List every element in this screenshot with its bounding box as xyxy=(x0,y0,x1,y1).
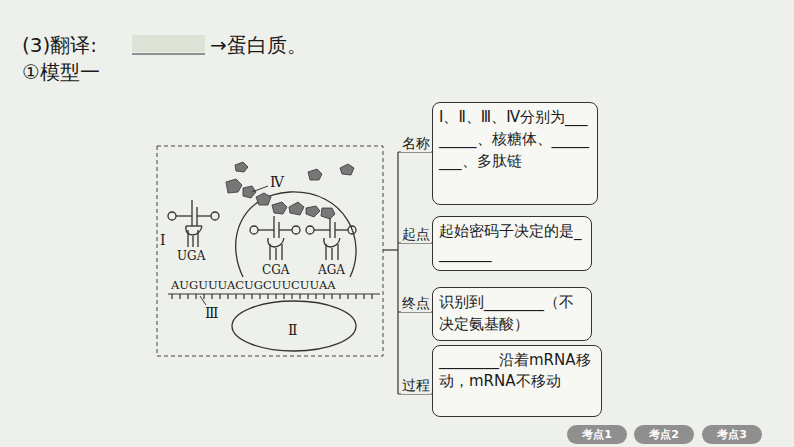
branch-label: 过程 xyxy=(401,377,431,394)
button-label: 考点2 xyxy=(638,427,690,442)
box-text: ________沿着mRNA移动，mRNA不移动 xyxy=(439,350,595,394)
callout-number: Ⅲ xyxy=(205,305,219,322)
ribosome-large-subunit xyxy=(236,192,356,277)
ribosome-small-subunit xyxy=(232,301,356,351)
info-box: ________沿着mRNA移动，mRNA不移动 xyxy=(432,345,602,417)
callout-number: Ⅳ xyxy=(270,174,284,191)
button-label: 考点1 xyxy=(571,427,623,442)
branch-label: 起点 xyxy=(401,226,431,243)
callout-number: Ⅰ xyxy=(160,232,166,249)
trna xyxy=(306,216,356,260)
info-box: 识别到________（不决定氨基酸） xyxy=(432,287,592,341)
sequence-text: AUGUUUACUGCUUCUUAA xyxy=(171,279,336,293)
nav-button: 考点1 xyxy=(567,425,627,444)
box-text: 识别到________（不决定氨基酸） xyxy=(439,292,585,336)
blank-fill xyxy=(132,35,205,52)
branch-label: 终点 xyxy=(401,295,431,312)
dashed-frame xyxy=(157,146,383,356)
leader-line xyxy=(252,186,268,192)
box-text: Ⅰ、Ⅱ、Ⅲ、Ⅳ分别为________、核糖体、________、多肽链 xyxy=(439,107,591,172)
subheading: ①模型一 xyxy=(22,60,100,84)
nav-button: 考点2 xyxy=(634,425,694,444)
branch-label: 名称 xyxy=(401,135,431,152)
blank-line xyxy=(132,54,205,55)
heading: (3)翻译: xyxy=(22,33,97,57)
button-label: 考点3 xyxy=(706,427,758,442)
info-box: Ⅰ、Ⅱ、Ⅲ、Ⅳ分别为________、核糖体、________、多肽链 xyxy=(432,102,598,205)
trna xyxy=(250,216,300,260)
box-text: 起始密码子决定的是________ xyxy=(439,221,585,265)
bracket xyxy=(383,152,432,394)
polypeptide xyxy=(226,162,354,219)
trna xyxy=(168,200,219,247)
heading: →蛋白质。 xyxy=(210,33,307,57)
codon-text: CGA xyxy=(262,263,289,277)
codon-text: AGA xyxy=(318,263,345,277)
nav-button: 考点3 xyxy=(702,425,762,444)
leader-line xyxy=(200,296,206,305)
codon-text: UGA xyxy=(177,249,205,263)
callout-number: Ⅱ xyxy=(288,322,298,339)
info-box: 起始密码子决定的是________ xyxy=(432,216,592,271)
